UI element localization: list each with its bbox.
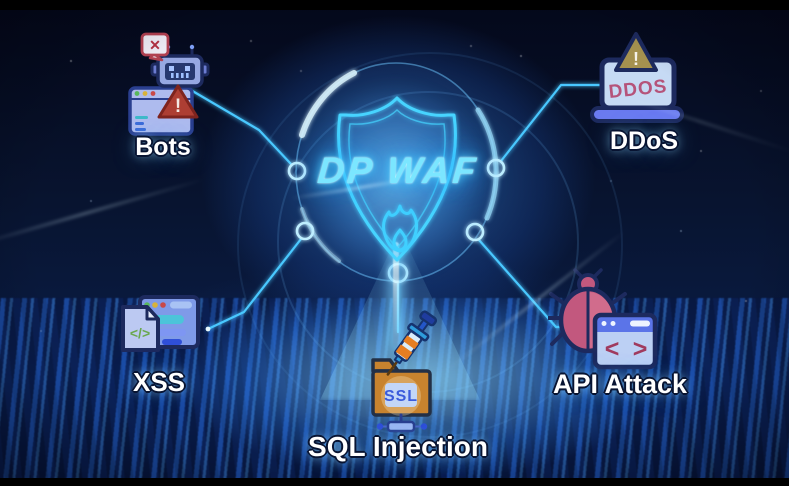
- flame-icon: [382, 204, 419, 253]
- waf-title: DP WAF: [315, 150, 481, 191]
- bots-error-bubble: ✕: [140, 32, 170, 62]
- ddos-warning-mark: !: [633, 49, 639, 69]
- api-browser-window: < >: [592, 312, 658, 370]
- connector-xss: [206, 237, 303, 331]
- bots-label: Bots: [135, 133, 191, 161]
- xss-icon: </>: [121, 295, 200, 352]
- sql-injection-icon: SSL: [371, 310, 438, 433]
- xss-label: XSS: [132, 367, 186, 397]
- api-attack-label: API Attack: [552, 369, 688, 399]
- folder-icon: SSL: [371, 358, 432, 417]
- ddos-label: DDoS: [609, 127, 679, 155]
- bots-warning-mark: !: [175, 96, 181, 117]
- letterbox-bar-bottom: [0, 478, 789, 486]
- xss-code-text: </>: [130, 325, 150, 341]
- sql-injection-label: SQL Injection: [308, 431, 488, 462]
- network-connector: [376, 413, 428, 433]
- ddos-warning-triangle: !: [614, 32, 658, 72]
- api-chevron-left: <: [605, 335, 620, 363]
- folder-ssl-text: SSL: [384, 388, 418, 405]
- api-chevron-right: >: [633, 335, 648, 363]
- letterbox-bar-top: [0, 0, 789, 10]
- bots-icon: ✕ !: [128, 32, 210, 136]
- xss-code-file: </>: [121, 305, 160, 352]
- bots-x-mark: ✕: [149, 37, 161, 53]
- ddos-icon: DDOS !: [590, 32, 684, 123]
- api-attack-icon: < >: [548, 268, 658, 370]
